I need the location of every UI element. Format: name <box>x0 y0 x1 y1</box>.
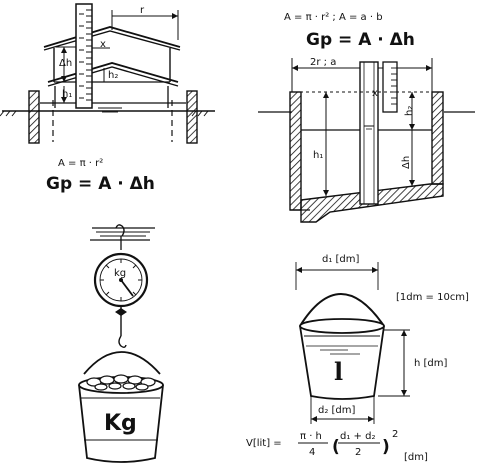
hanging-scale-diagram: kg Kg <box>78 224 164 463</box>
stick-ticks <box>79 9 92 101</box>
label-d1: d₁ [dm] <box>322 254 360 265</box>
label-2r-a: 2r ; a <box>310 57 336 68</box>
formula-paren-close: ) <box>382 437 390 457</box>
label-h1: h₁ <box>62 89 72 100</box>
label-h2-tank: h₂ <box>404 106 415 116</box>
label-h2: h₂ <box>108 70 118 81</box>
label-d2: d₂ [dm] <box>318 405 356 416</box>
label-delta-h-tank: Δh <box>401 156 412 169</box>
rain-gauge-roof-diagram: r x Δh h₁ h₂ <box>0 3 215 144</box>
formula-paren-num: d₁ + d₂ <box>340 431 375 442</box>
tr-area-formula: A = π · r² ; A = a · b <box>284 12 383 23</box>
volume-formula: V[lit] = π · h 4 ( d₁ + d₂ 2 ) 2 [dm] <box>246 429 428 463</box>
tr-weight-formula: Gp = A · Δh <box>306 30 415 50</box>
bucket-contents <box>86 374 156 391</box>
label-x-tank: x <box>372 88 378 99</box>
formula-unit: [dm] <box>404 452 428 463</box>
formula-frac-den: 4 <box>309 447 315 458</box>
label-r: r <box>140 5 145 16</box>
formula-frac-num: π · h <box>300 431 322 442</box>
bucket-volume-diagram: d₁ [dm] [1dm = 10cm] l h [dm] d₂ [dm] V[… <box>246 254 469 463</box>
label-unit-note: [1dm = 10cm] <box>396 292 469 303</box>
formula-paren-den: 2 <box>355 447 361 458</box>
tl-area-formula: A = π · r² <box>58 158 103 169</box>
bucket-label-kg: Kg <box>104 411 137 436</box>
label-x: x <box>100 39 106 50</box>
dial-ticks <box>100 259 142 301</box>
label-delta-h: Δh <box>59 58 72 69</box>
formula-lhs: V[lit] = <box>246 438 282 449</box>
label-h1-tank: h₁ <box>313 150 323 161</box>
rain-gauge-tank-diagram: A = π · r² ; A = a · b Gp = A · Δh 2r ; … <box>258 12 475 223</box>
formula-paren-open: ( <box>332 437 340 457</box>
tl-weight-formula: Gp = A · Δh <box>46 174 155 194</box>
label-liter: l <box>334 357 343 386</box>
dial-unit-kg: kg <box>114 268 126 279</box>
formula-exponent: 2 <box>392 429 398 440</box>
label-h-bucket: h [dm] <box>414 358 448 369</box>
